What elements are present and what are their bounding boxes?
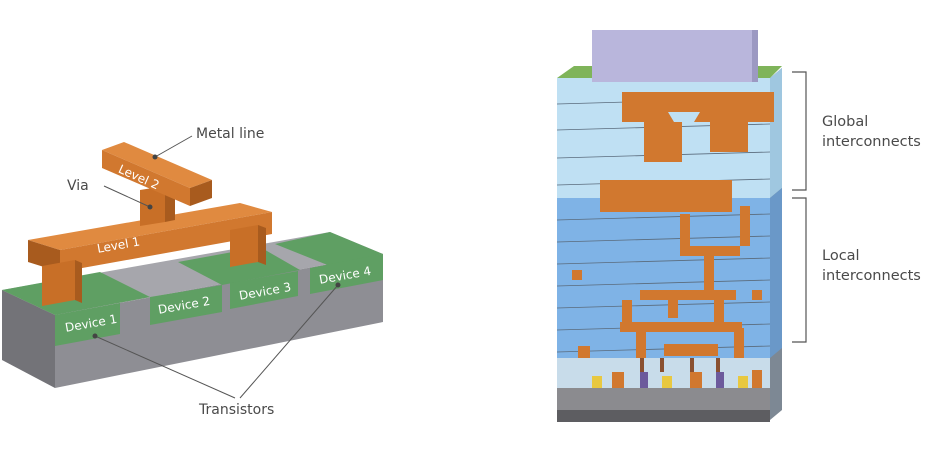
- transistor-gates: [592, 370, 762, 388]
- global-bracket: [792, 71, 807, 191]
- device-4-pad: [310, 254, 383, 294]
- left-diagram: [2, 135, 383, 399]
- via-dot: [147, 204, 153, 210]
- contacts: [640, 358, 720, 372]
- transistor-dot: [335, 282, 341, 288]
- device-3-pad: [230, 271, 298, 309]
- via-block: [140, 186, 165, 226]
- local-interconnects-label: Local interconnects: [822, 246, 921, 286]
- stack-substrate: [557, 388, 770, 410]
- level1-bar-front: [28, 240, 60, 272]
- transistor-dot: [92, 333, 98, 339]
- cap-block: [592, 30, 752, 82]
- via-leg-right-side: [258, 225, 266, 265]
- local-label-line2: interconnects: [822, 268, 921, 284]
- local-metal: [572, 206, 762, 358]
- right-diagram: [556, 30, 807, 422]
- cap-block-side: [752, 30, 758, 82]
- device-2-pad: [150, 285, 222, 325]
- via-leg-left: [42, 260, 75, 306]
- metal-line-dot: [152, 154, 158, 160]
- via-leg-right: [230, 225, 258, 267]
- global-label-line2: interconnects: [822, 134, 921, 150]
- via-leg-left-side: [75, 260, 82, 303]
- global-metal-top: [622, 92, 774, 122]
- global-interconnects-label: Global interconnects: [822, 112, 921, 152]
- via-leader: [103, 185, 151, 208]
- level2-bar-top: [102, 142, 212, 188]
- global-metal-stem: [644, 122, 682, 162]
- level1-bar-top: [28, 203, 272, 250]
- transistors-label: Transistors: [199, 402, 275, 418]
- level1-bar-face: [60, 212, 272, 272]
- global-label-line1: Global: [822, 114, 869, 130]
- level2-bar-end: [190, 180, 212, 206]
- local-side: [770, 188, 782, 358]
- metal-line-leader: [154, 135, 193, 158]
- global-metal-bar: [600, 180, 732, 212]
- device-1-pad: [55, 303, 120, 346]
- global-side: [770, 68, 782, 198]
- local-bracket: [792, 197, 807, 343]
- metal-line-label: Metal line: [196, 126, 265, 142]
- transistor-leader: [94, 335, 236, 399]
- global-metal-notch: [668, 112, 700, 122]
- stack-substrate-bottom: [557, 410, 770, 422]
- device-strip-top: [178, 247, 300, 285]
- level2-bar-face: [102, 150, 190, 206]
- device-strip-top: [275, 232, 383, 266]
- via-label: Via: [67, 178, 89, 194]
- global-metal-stem: [710, 122, 748, 152]
- substrate-left: [2, 290, 55, 388]
- transistor-leader: [239, 284, 339, 399]
- local-label-line1: Local: [822, 248, 860, 264]
